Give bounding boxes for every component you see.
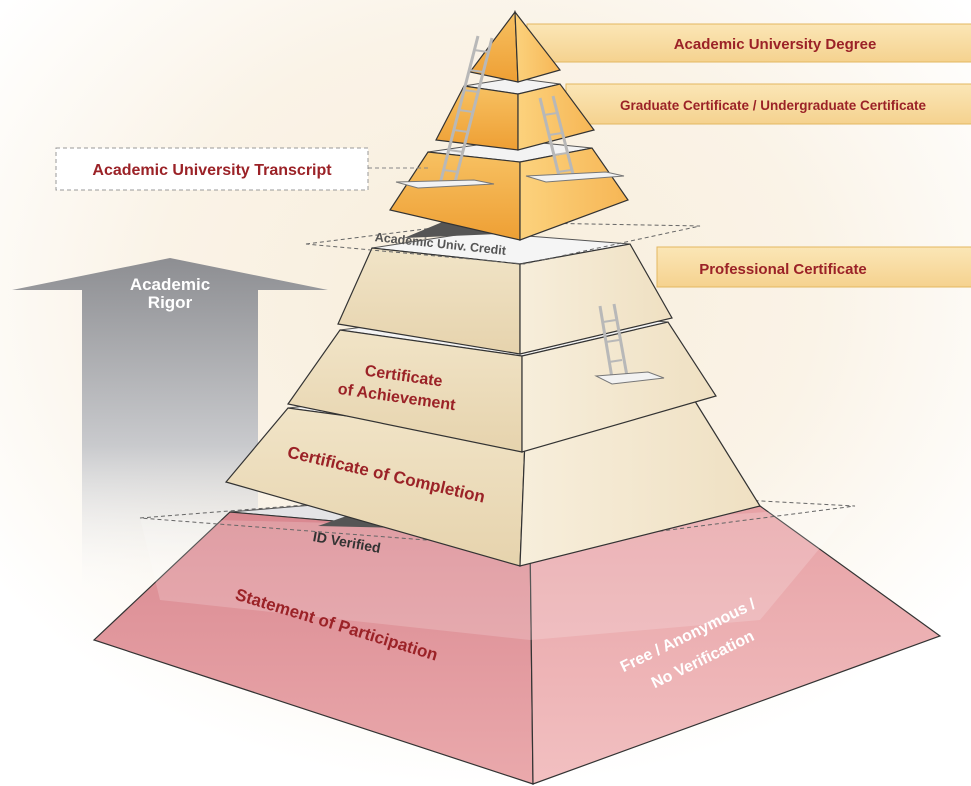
rigor-label-line1: Academic [130, 275, 210, 294]
platform-shape [395, 179, 495, 189]
transcript-label: Academic University Transcript [92, 162, 332, 179]
tier-gold-apex [468, 10, 562, 83]
professional-label: Professional Certificate [699, 261, 867, 278]
tier-statement-of-participation: Statement of Participation Free / Anonym… [92, 487, 942, 785]
transcript-callout: Academic University Transcript [55, 147, 430, 191]
banner-professional-certificate: Professional Certificate [656, 246, 971, 288]
graduate-label: Graduate Certificate / Undergraduate Cer… [620, 98, 927, 113]
banner-graduate-certificate: Graduate Certificate / Undergraduate Cer… [565, 83, 971, 125]
ladder-icon [438, 35, 494, 187]
degree-label: Academic University Degree [674, 36, 877, 53]
tier-gold-bottom [389, 139, 629, 241]
ladder-icon [598, 303, 629, 379]
banner-academic-university-degree: Academic University Degree [526, 23, 971, 63]
tier-professional [337, 231, 673, 355]
rigor-label-line2: Rigor [148, 293, 193, 312]
platform-shape [594, 371, 665, 385]
ladder-icon [538, 95, 576, 181]
platform-shape [525, 171, 625, 183]
tier-gold-middle [435, 77, 596, 151]
